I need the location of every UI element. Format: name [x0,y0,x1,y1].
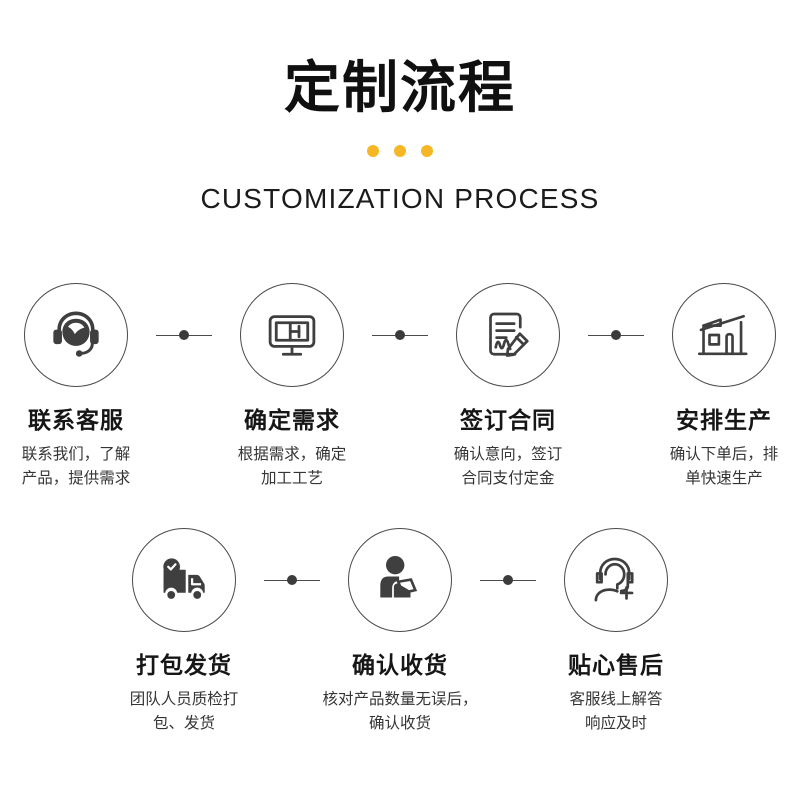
page-header: 定制流程 CUSTOMIZATION PROCESS [0,0,800,216]
step-7-desc-line-2: 响应及时 [584,715,647,732]
connector-node [611,330,621,340]
page-subtitle: CUSTOMIZATION PROCESS [200,183,600,214]
step-2-description: 根据需求，确定 加工工艺 [207,443,377,491]
step-4-title: 安排生产 [676,408,772,434]
dot-2 [394,145,406,157]
step-1-description: 联系我们，了解 产品，提供需求 [0,443,161,491]
step-3-desc-line-2: 合同支付定金 [461,470,555,487]
step-3-desc-line-1: 确认意向，签订 [453,446,563,463]
step-6-desc-line-1: 核对产品数量无误后， [322,691,478,708]
step-6-title: 确认收货 [352,653,448,679]
decorative-dots [0,144,800,158]
process-row-1: 联系客服 联系我们，了解 产品，提供需求 [0,283,800,491]
step-5-desc-line-1: 团队人员质检打 [129,691,239,708]
connector-node [395,330,405,340]
step-1-title: 联系客服 [28,408,124,434]
process-step-2[interactable]: 确定需求 根据需求，确定 加工工艺 [206,283,378,491]
step-6-desc-line-2: 确认收货 [368,715,431,732]
step-2-title: 确定需求 [244,408,340,434]
step-5-desc-line-2: 包、发货 [152,715,215,732]
process-step-6[interactable]: 确认收货 核对产品数量无误后， 确认收货 [314,528,486,736]
connector-node [287,575,297,585]
delivery-truck-check-icon [163,558,205,599]
step-7-title: 贴心售后 [568,653,664,679]
step-2-icon-circle [240,283,344,387]
dot-1 [367,145,379,157]
step-6-description: 核对产品数量无误后， 确认收货 [315,688,485,736]
connector-3-4 [588,283,644,387]
step-6-icon-circle [348,528,452,632]
connector-6-7 [480,528,536,632]
process-step-4[interactable]: 安排生产 确认下单后，排 单快速生产 [638,283,800,491]
step-7-desc-line-1: 客服线上解答 [569,691,663,708]
step-4-desc-line-2: 单快速生产 [685,470,763,487]
monitor-blueprint-icon [268,315,316,356]
factory-building-icon [697,314,748,356]
step-4-icon-circle [672,283,776,387]
process-step-5[interactable]: 打包发货 团队人员质检打 包、发货 [98,528,270,736]
person-receiving-package-icon [380,555,418,598]
step-1-desc-line-2: 产品，提供需求 [21,470,131,487]
connector-node [179,330,189,340]
step-2-desc-line-2: 加工工艺 [260,470,323,487]
connector-1-2 [156,283,212,387]
step-3-title: 签订合同 [460,408,556,434]
step-7-icon-circle [564,528,668,632]
process-row-2: 打包发货 团队人员质检打 包、发货 [0,528,800,736]
page-title: 定制流程 [284,56,516,121]
process-step-3[interactable]: 签订合同 确认意向，签订 合同支付定金 [422,283,594,491]
process-step-7[interactable]: 贴心售后 客服线上解答 响应及时 [530,528,702,736]
headset-support-icon [53,311,99,357]
step-5-title: 打包发货 [136,653,232,679]
step-4-description: 确认下单后，排 单快速生产 [639,443,800,491]
step-1-desc-line-1: 联系我们，了解 [21,446,131,463]
step-3-description: 确认意向，签订 合同支付定金 [423,443,593,491]
step-2-desc-line-1: 根据需求，确定 [237,446,347,463]
step-5-icon-circle [132,528,236,632]
step-4-desc-line-1: 确认下单后，排 [669,446,779,463]
step-1-icon-circle [24,283,128,387]
connector-node [503,575,513,585]
step-3-icon-circle [456,283,560,387]
dot-3 [421,145,433,157]
step-7-description: 客服线上解答 响应及时 [531,688,701,736]
step-5-description: 团队人员质检打 包、发货 [99,688,269,736]
connector-5-6 [264,528,320,632]
contract-signature-icon [489,312,529,357]
after-sales-headset-plus-icon [594,557,634,602]
connector-2-3 [372,283,428,387]
process-step-1[interactable]: 联系客服 联系我们，了解 产品，提供需求 [0,283,162,491]
